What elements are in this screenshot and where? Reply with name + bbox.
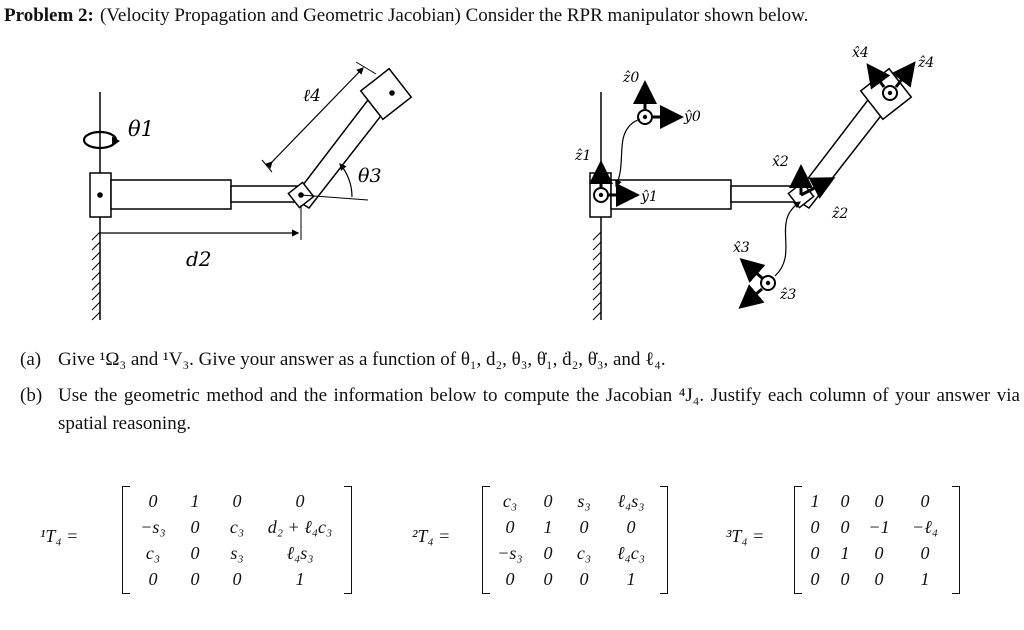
m3-r2c2: 0 — [874, 543, 884, 563]
m1-r3c0: 0 — [148, 569, 158, 589]
x3-label: x̂3 — [733, 240, 750, 256]
m2-r0c1: 0 — [543, 491, 553, 511]
prismatic-outer — [110, 179, 232, 210]
m3-r3c3: 1 — [920, 569, 930, 589]
m3-r3c0: 0 — [810, 569, 820, 589]
d2-label: d2 — [186, 247, 212, 271]
problem-heading: Problem 2: (Velocity Propagation and Geo… — [4, 4, 1020, 27]
m3-r2c3: 0 — [920, 543, 930, 563]
z4-label: ẑ4 — [917, 54, 934, 71]
part-a: (a) Give ¹Ω₃ and ¹V₃. Give your answer a… — [20, 346, 1020, 374]
m3-r2c1: 1 — [840, 543, 850, 563]
m2-r1c3: 0 — [626, 517, 636, 537]
m2-r2c1: 0 — [543, 543, 553, 563]
m2-r0c0: c₃ — [502, 491, 518, 511]
x2-label: x̂2 — [772, 154, 789, 170]
m3-r2c0: 0 — [810, 543, 820, 563]
y1-label: ŷ1 — [640, 188, 658, 205]
part-a-text: Give ¹Ω₃ and ¹V₃. Give your answer as a … — [58, 349, 666, 370]
m3-r1c1: 0 — [840, 517, 850, 537]
m2-r1c0: 0 — [505, 517, 515, 537]
right-figure: ẑ0 ŷ0 ẑ1 ŷ1 x̂2 ẑ2 x̂3 ẑ3 x̂4 ẑ4 — [574, 45, 934, 321]
problem-number: Problem 2: — [4, 5, 94, 26]
part-b: (b) Use the geometric method and the inf… — [20, 382, 1020, 438]
m2-r3c2: 0 — [579, 569, 589, 589]
m3-r0c0: 1 — [810, 491, 820, 511]
part-a-label: (a) — [20, 349, 42, 370]
frame-3 — [738, 258, 776, 309]
m2-r2c3: ℓ₄c₃ — [616, 543, 645, 563]
m1-r2c0: c₃ — [145, 543, 161, 563]
m1-r2c2: s₃ — [230, 543, 244, 563]
m1-r1c2: c₃ — [229, 517, 245, 537]
z0-label: ẑ0 — [622, 69, 639, 86]
m2-r1c1: 1 — [543, 517, 553, 537]
m1-r0c1: 1 — [190, 491, 200, 511]
z3-label: ẑ3 — [779, 286, 796, 303]
ground-hatch-right — [592, 231, 602, 321]
question-parts: (a) Give ¹Ω₃ and ¹V₃. Give your answer a… — [20, 346, 1020, 438]
frame-4 — [866, 61, 916, 101]
m1-r1c1: 0 — [190, 517, 200, 537]
m2-r0c2: s₃ — [577, 491, 591, 511]
frame-2 — [789, 164, 836, 199]
matrix-2T4-name: ²T₄ = — [412, 526, 451, 546]
frame-1 — [589, 160, 640, 207]
m2-r3c3: 1 — [626, 569, 636, 589]
ground-hatch-left — [91, 231, 101, 321]
matrix-3T4: ³T₄ = 1 0 0 0 0 0 −1 −ℓ₄ 0 1 0 0 0 0 0 1 — [726, 486, 966, 596]
m1-r1c0: −s₃ — [140, 517, 166, 537]
y0-label: ŷ0 — [683, 108, 701, 125]
left-figure: θ1 ℓ4 θ3 d2 — [82, 61, 413, 321]
z1-label: ẑ1 — [574, 147, 591, 164]
theta3-arc — [339, 163, 353, 198]
m3-r0c1: 0 — [840, 491, 850, 511]
m3-r3c1: 0 — [840, 569, 850, 589]
m1-r1c3: d₂ + ℓ₄c₃ — [267, 517, 333, 537]
x4-label: x̂4 — [852, 45, 869, 61]
l4-label: ℓ4 — [303, 86, 321, 106]
m2-r2c2: c₃ — [576, 543, 592, 563]
m2-r3c1: 0 — [543, 569, 553, 589]
matrix-1T4-name: ¹T₄ = — [40, 526, 79, 546]
m2-r1c2: 0 — [579, 517, 589, 537]
matrix-3T4-name: ³T₄ = — [726, 526, 765, 546]
m1-r0c2: 0 — [232, 491, 242, 511]
theta1-label: θ1 — [128, 117, 154, 141]
problem-statement: (Velocity Propagation and Geometric Jaco… — [99, 5, 809, 26]
m3-r1c2: −1 — [868, 517, 890, 537]
m1-r3c3: 1 — [295, 569, 305, 589]
matrix-2T4: ²T₄ = c₃ 0 s₃ ℓ₄s₃ 0 1 0 0 −s₃ 0 c₃ ℓ₄c₃… — [412, 486, 672, 596]
m2-r0c3: ℓ₄s₃ — [617, 491, 645, 511]
m3-r0c2: 0 — [874, 491, 884, 511]
m3-r3c2: 0 — [874, 569, 884, 589]
part-b-text: Use the geometric method and the informa… — [58, 385, 1020, 434]
part-b-label: (b) — [20, 385, 43, 406]
m3-r1c0: 0 — [810, 517, 820, 537]
manipulator-figures: θ1 ℓ4 θ3 d2 — [82, 45, 934, 321]
m1-r0c0: 0 — [148, 491, 158, 511]
m1-r3c2: 0 — [232, 569, 242, 589]
m2-r2c0: −s₃ — [497, 543, 523, 563]
frame-0 — [633, 80, 684, 129]
matrix-1T4: ¹T₄ = 0 1 0 0 −s₃ 0 c₃ d₂ + ℓ₄c₃ c₃ 0 s₃… — [40, 486, 370, 596]
l4-dimension — [265, 67, 364, 169]
m3-r0c3: 0 — [920, 491, 930, 511]
m1-r0c3: 0 — [295, 491, 305, 511]
end-effector-box — [359, 67, 413, 121]
m1-r2c3: ℓ₄s₃ — [286, 543, 314, 563]
m1-r2c1: 0 — [190, 543, 200, 563]
m3-r1c3: −ℓ₄ — [912, 517, 938, 537]
m1-r3c1: 0 — [190, 569, 200, 589]
z2-label: ẑ2 — [831, 205, 848, 222]
theta3-label: θ3 — [358, 165, 382, 187]
m2-r3c0: 0 — [505, 569, 515, 589]
